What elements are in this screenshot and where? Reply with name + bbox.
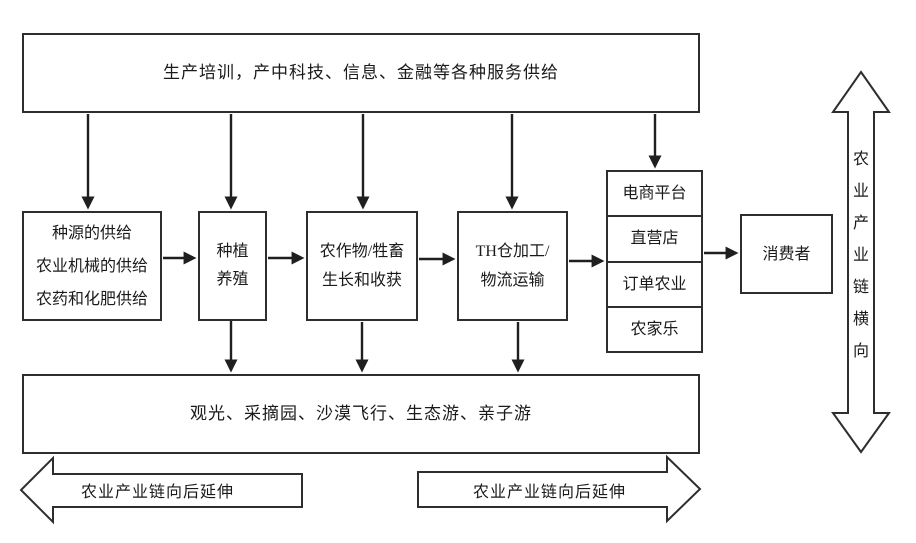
- channel-order-agriculture-label: 订单农业: [622, 275, 687, 293]
- processing-logistics-box: TH仓加工/ 物流运输: [457, 211, 568, 321]
- channel-cell-order-agriculture: 订单农业: [608, 260, 701, 306]
- channel-direct-store-label: 直营店: [630, 230, 679, 248]
- horizontal-chain-banner: 农 业 产 业 链 横 向: [852, 151, 869, 360]
- planting-breeding-label: 种植 养殖: [216, 243, 249, 288]
- channel-ecommerce-label: 电商平台: [622, 185, 687, 203]
- channel-cell-direct-store: 直营店: [608, 215, 701, 260]
- left-extension-label: 农业产业链向后延伸: [80, 484, 234, 501]
- services-supply-label: 生产培训，产中科技、信息、金融等各种服务供给: [163, 63, 559, 82]
- input-supply-box: 种源的供给 农业机械的供给 农药和化肥供给: [22, 211, 162, 321]
- right-extension-banner: 农业产业链向后延伸: [418, 472, 667, 507]
- channel-cell-ecommerce: 电商平台: [608, 172, 701, 215]
- tourism-box: 观光、采摘园、沙漠飞行、生态游、亲子游: [22, 374, 700, 454]
- tourism-label: 观光、采摘园、沙漠飞行、生态游、亲子游: [190, 404, 532, 423]
- consumer-box: 消费者: [740, 214, 833, 294]
- left-extension-arrow-icon: [19, 455, 303, 525]
- consumer-label: 消费者: [762, 245, 811, 263]
- channel-agritainment-label: 农家乐: [630, 320, 679, 338]
- left-extension-banner: 农业产业链向后延伸: [53, 473, 302, 507]
- growth-harvest-label: 农作物/牲畜 生长和收获: [319, 243, 405, 289]
- right-extension-arrow-icon: [417, 454, 702, 524]
- processing-logistics-label: TH仓加工/ 物流运输: [475, 243, 550, 289]
- growth-harvest-box: 农作物/牲畜 生长和收获: [306, 211, 418, 321]
- sales-channels-stack: 电商平台 直营店 订单农业 农家乐: [606, 170, 703, 353]
- input-supply-label: 种源的供给 农业机械的供给 农药和化肥供给: [35, 224, 148, 308]
- services-supply-box: 生产培训，产中科技、信息、金融等各种服务供给: [22, 33, 700, 113]
- planting-breeding-box: 种植 养殖: [198, 211, 267, 321]
- vertical-double-arrow-icon: [831, 70, 891, 454]
- channel-cell-agritainment: 农家乐: [608, 305, 701, 351]
- right-extension-label: 农业产业链向后延伸: [472, 483, 626, 501]
